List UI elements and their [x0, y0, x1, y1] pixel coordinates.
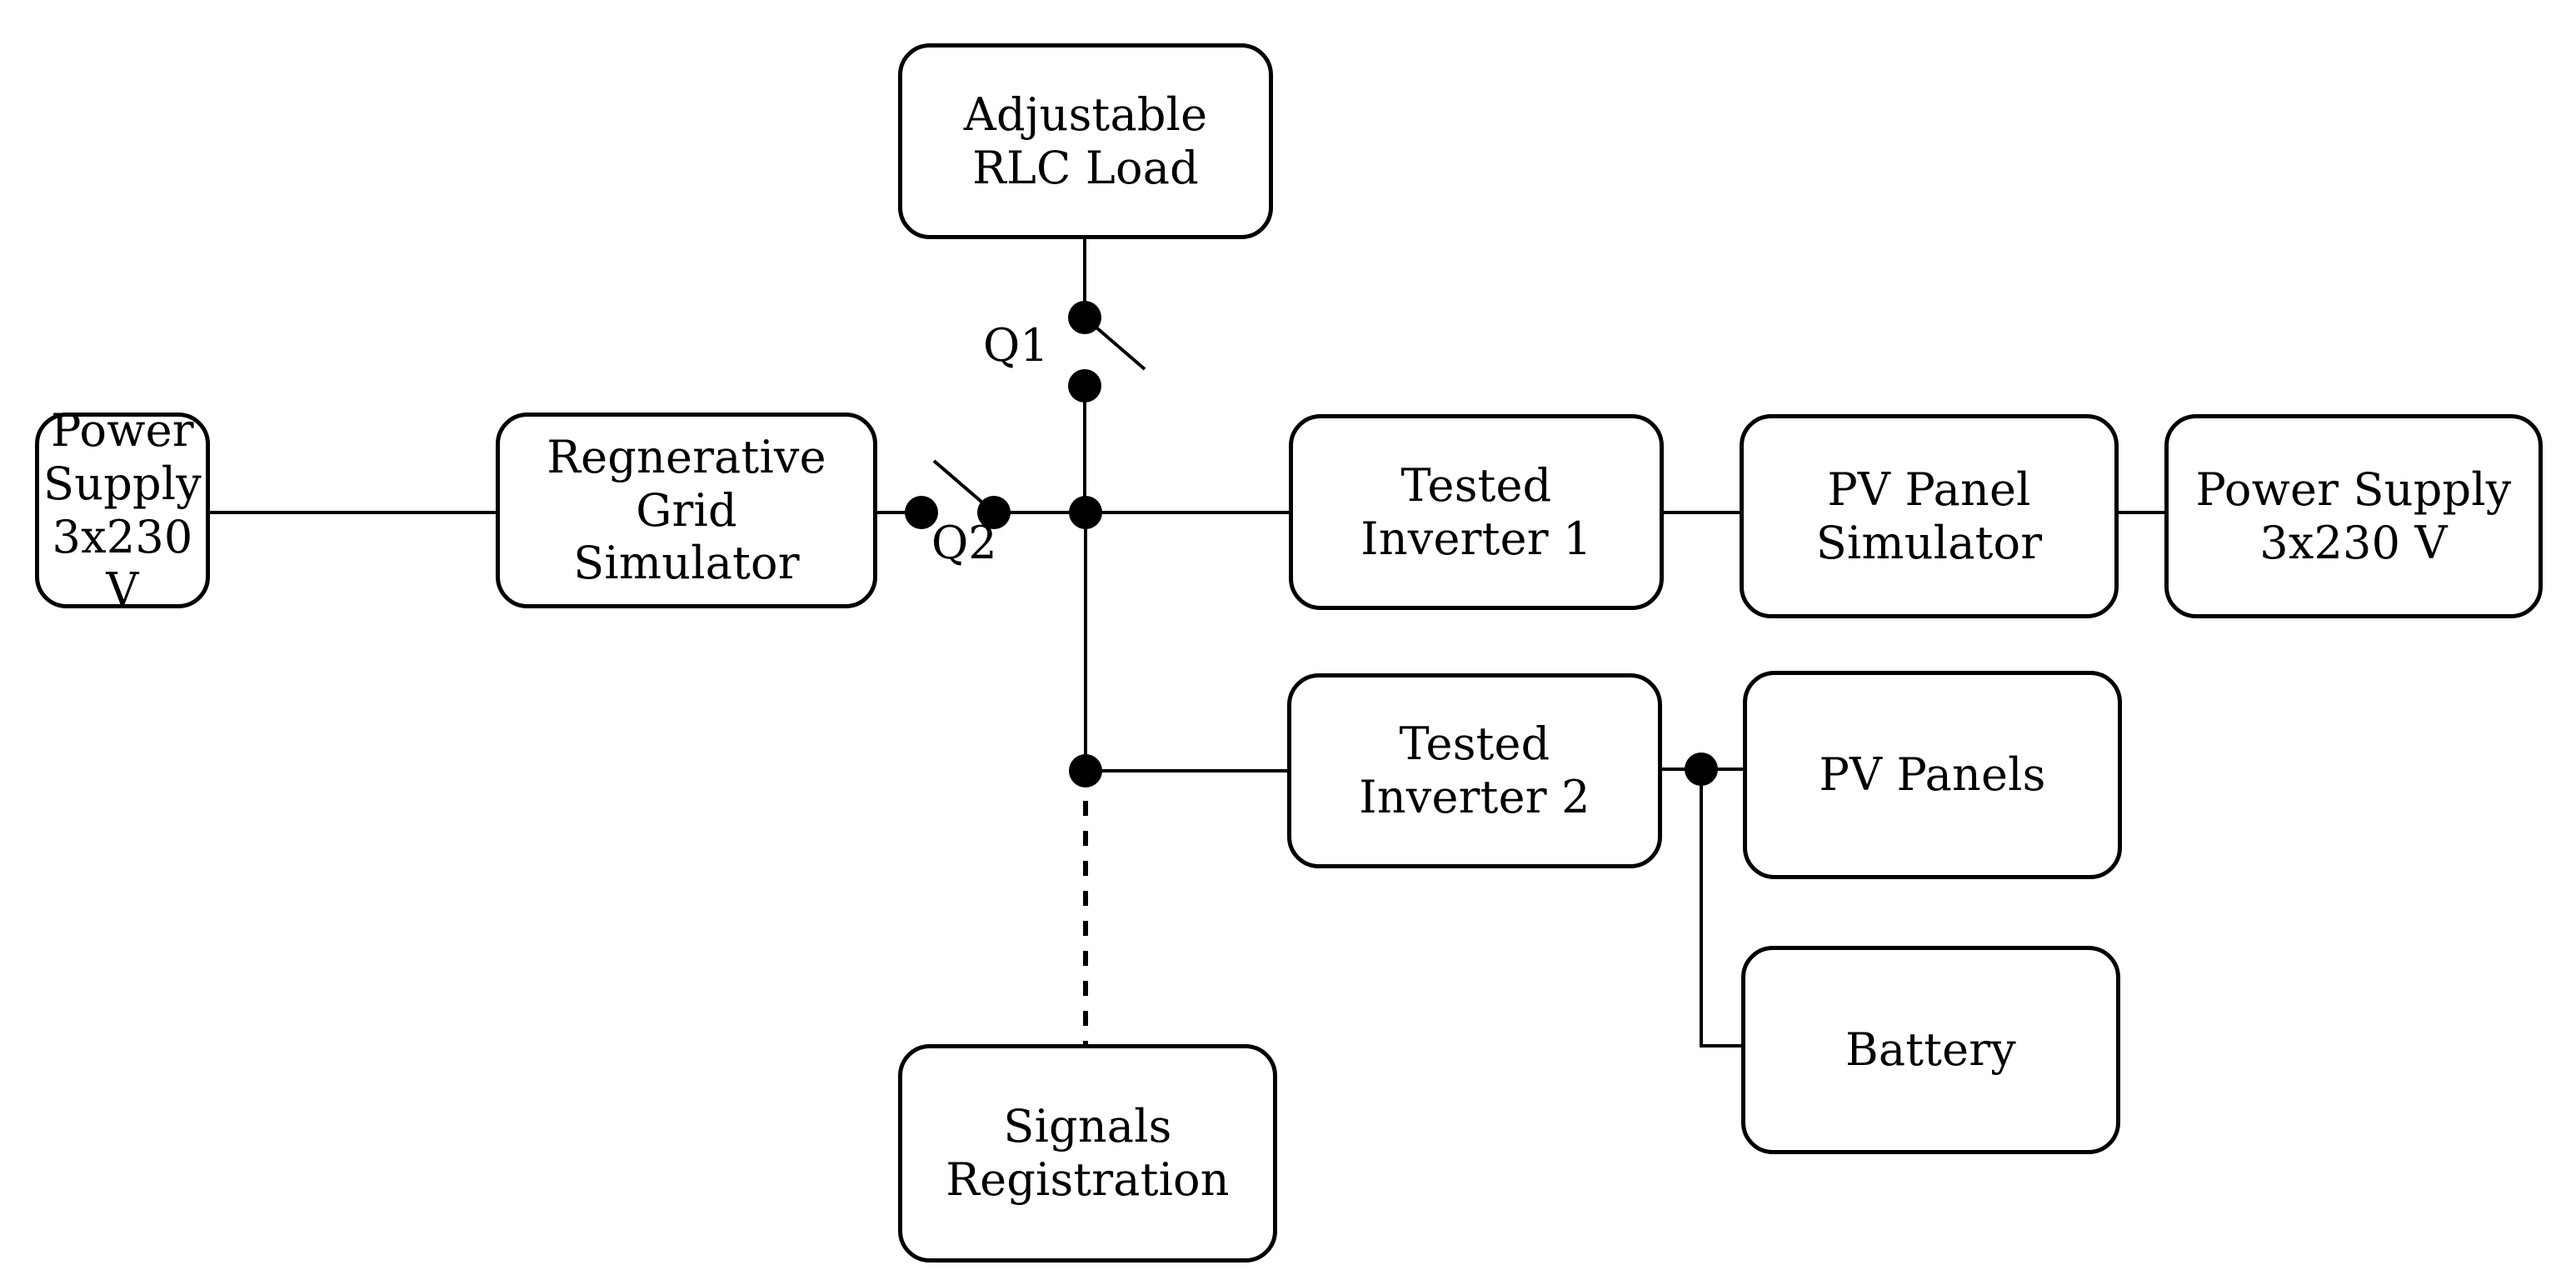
switch-label-q2: Q2	[931, 517, 997, 569]
box-tested-inverter-1[interactable]: Tested Inverter 1	[1289, 414, 1664, 610]
box-regnerative-grid-simulator[interactable]: Regnerative Grid Simulator	[496, 412, 877, 608]
q1-switch-arm	[1083, 316, 1146, 371]
box-battery[interactable]: Battery	[1741, 946, 2120, 1154]
dot-lower-bus-junction	[1069, 754, 1102, 788]
box-signals-registration[interactable]: Signals Registration	[898, 1044, 1277, 1262]
switch-label-q1: Q1	[983, 319, 1049, 372]
dot-q1-top-terminal	[1068, 301, 1101, 334]
box-power-supply-left[interactable]: Power Supply 3x230 V	[35, 404, 210, 616]
dot-main-bus-junction	[1069, 496, 1102, 529]
box-pv-panels[interactable]: PV Panels	[1743, 671, 2122, 879]
q2-switch-arm	[932, 459, 996, 514]
box-adjustable-rlc-load[interactable]: Adjustable RLC Load	[898, 43, 1273, 239]
box-tested-inverter-2[interactable]: Tested Inverter 2	[1287, 673, 1662, 868]
dot-dc-bus-junction	[1685, 752, 1718, 786]
box-power-supply-right[interactable]: Power Supply 3x230 V	[2164, 414, 2543, 618]
box-pv-panel-simulator[interactable]: PV Panel Simulator	[1740, 414, 2119, 618]
dot-q1-bottom-terminal	[1068, 369, 1101, 402]
wire-dc-bus-to-battery	[1700, 769, 1741, 1048]
